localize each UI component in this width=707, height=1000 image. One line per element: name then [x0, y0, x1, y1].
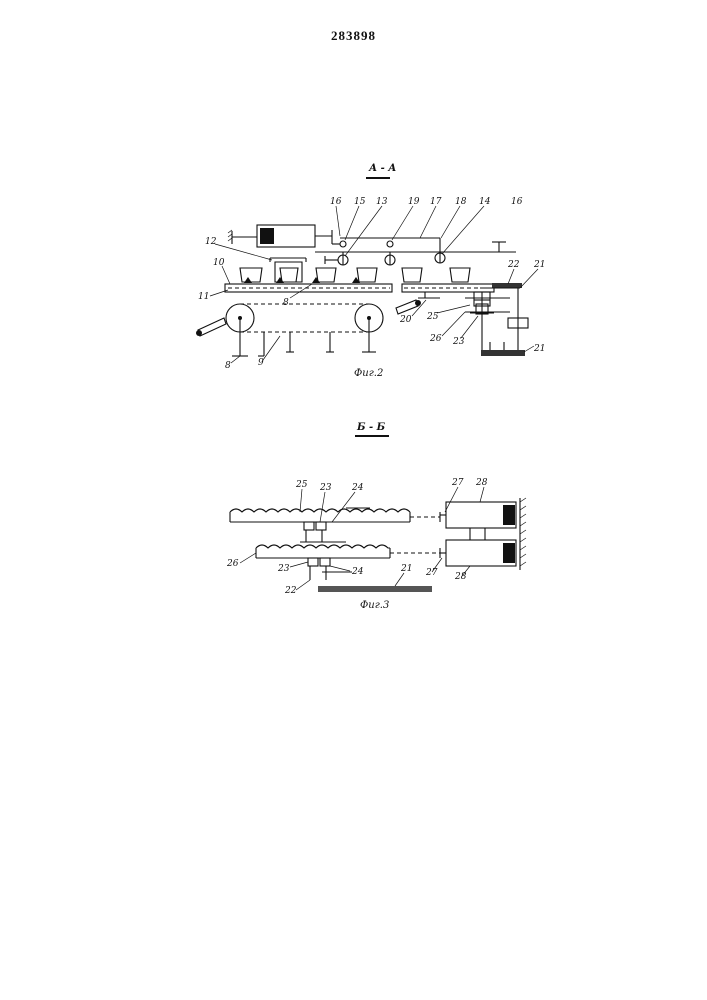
fig2-diagram: А - А	[196, 163, 545, 379]
part-number-label: 16	[511, 197, 523, 207]
wall-hatch-left	[228, 230, 257, 244]
part-number-label: 24	[351, 567, 364, 577]
part-number-label: 26	[226, 559, 239, 569]
part-number-label: 14	[479, 197, 491, 207]
connecting-rods	[390, 512, 440, 558]
part-number-label: 22	[284, 586, 297, 596]
pivot-levers	[325, 241, 445, 265]
lower-conveyor	[196, 300, 421, 356]
part-number-label: 21	[400, 564, 412, 574]
conveyor-plate	[225, 277, 494, 292]
fig2-section-label: А - А	[368, 163, 396, 174]
part-number-label: 27	[425, 568, 438, 578]
part-number-label: 24	[351, 483, 364, 493]
pneumatic-cylinder	[257, 225, 340, 247]
part-number-label: 12	[205, 237, 217, 247]
part-number-label: 23	[277, 564, 290, 574]
part-number-label: 16	[330, 197, 342, 207]
part-number-label: 11	[198, 292, 209, 302]
part-number-label: 23	[319, 483, 332, 493]
part-number-label: 8	[225, 361, 231, 371]
lower-rack	[256, 545, 390, 558]
fig3-section-label: Б - Б	[356, 422, 386, 433]
part-number-label: 10	[213, 258, 225, 268]
pawls	[300, 522, 432, 592]
part-number-label: 21	[533, 344, 545, 354]
part-number-label: 25	[295, 480, 308, 490]
part-number-label: 18	[455, 197, 467, 207]
part-number-label: 23	[452, 337, 465, 347]
part-number-label: 20	[399, 315, 412, 325]
part-number-label: 28	[454, 572, 467, 582]
fig3-diagram: Б - Б	[226, 422, 526, 611]
part-number-label: 15	[354, 197, 366, 207]
fig2-caption: Фиг.2	[354, 368, 383, 379]
part-number-label: 25	[426, 312, 439, 322]
part-number-label: 13	[376, 197, 388, 207]
fig3-labels: 25 23 24 27 28 26 23 24 27 28 22 21	[226, 478, 488, 596]
fig3-cylinders	[440, 498, 526, 570]
part-number-label: 17	[430, 197, 442, 207]
part-number-label: 19	[408, 197, 420, 207]
part-number-label: 26	[429, 334, 442, 344]
part-number-label: 27	[451, 478, 464, 488]
part-number-label: 21	[533, 260, 545, 270]
workpieces	[240, 258, 470, 282]
part-number-label: 8	[283, 298, 289, 308]
part-number-label: 22	[507, 260, 520, 270]
upper-beam	[315, 238, 516, 252]
fig3-caption: Фиг.3	[360, 600, 389, 611]
part-number-label: 28	[475, 478, 488, 488]
